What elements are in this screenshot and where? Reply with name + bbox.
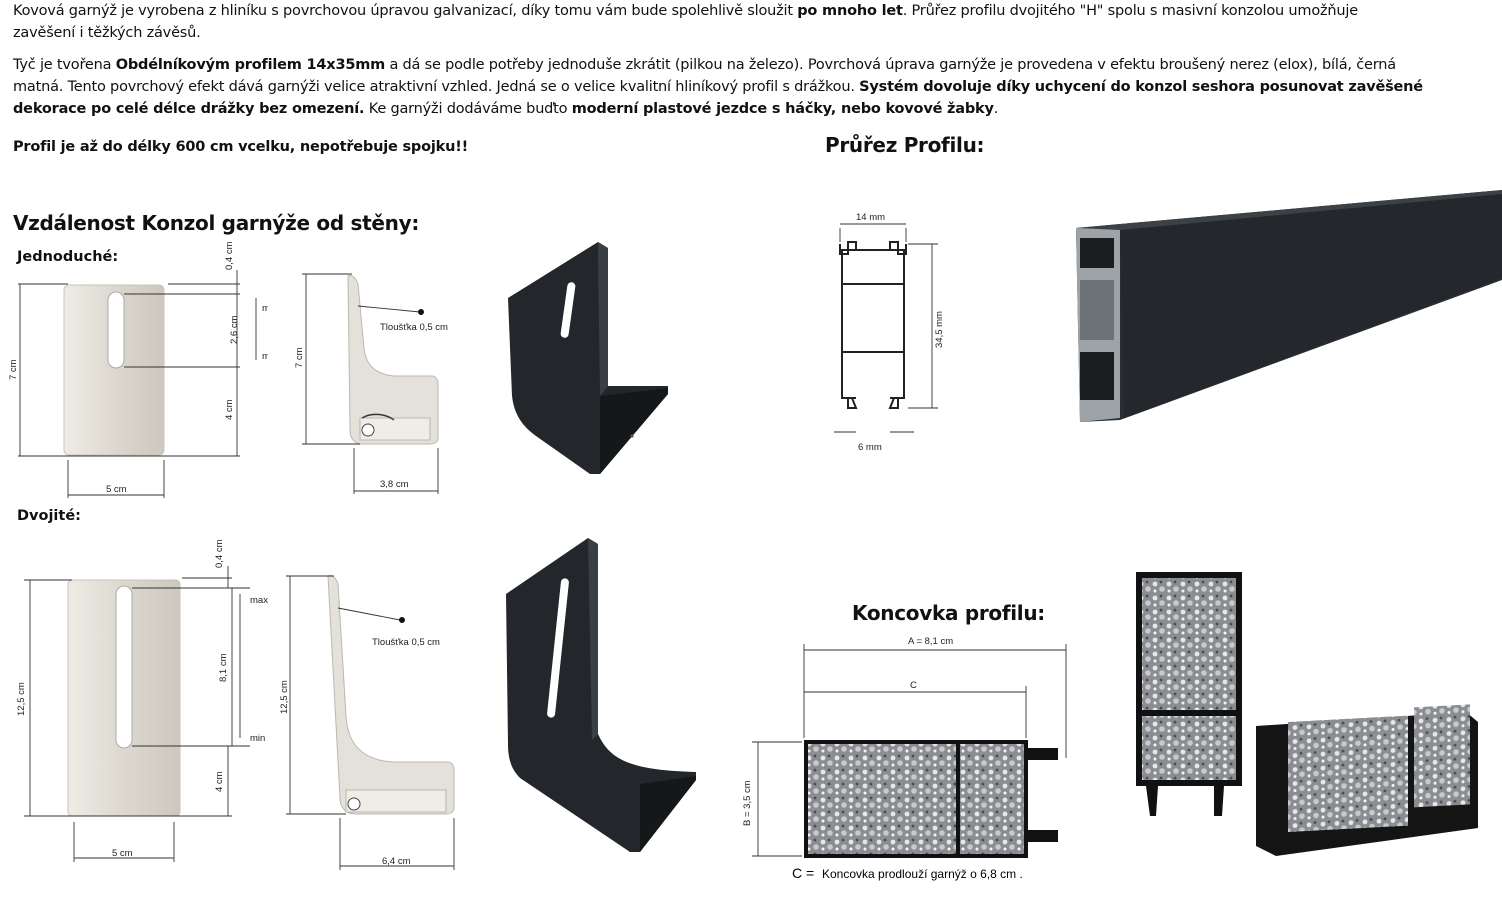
endcap-photo xyxy=(1136,572,1478,856)
double-min-label: min xyxy=(250,733,265,744)
intro-p2-d: Systém dovoluje díky uchycení do konzol … xyxy=(13,79,1423,117)
endcap-note-text: Koncovka prodlouží garnýž o 6,8 cm . xyxy=(822,867,1023,881)
double-width-label: 5 cm xyxy=(112,848,133,859)
double-bracket-side-drawing: 12,5 cm Tloušťka 0,5 cm 6,4 cm xyxy=(279,575,455,870)
distance-heading: Vzdálenost Konzol garnýže od stěny: xyxy=(13,211,420,235)
intro-p2-g: . xyxy=(993,101,999,117)
intro-p2-f: moderní plastové jezdce s háčky, nebo ko… xyxy=(571,101,994,117)
double-slot-label: 8,1 cm xyxy=(218,653,229,682)
intro-p3-bold: Profil je až do délky 600 cm vcelku, nep… xyxy=(13,139,469,155)
intro-p2-b: Obdélníkovým profilem 14x35mm xyxy=(115,57,386,73)
double-thickness-label: Tloušťka 0,5 cm xyxy=(372,637,440,648)
single-bracket-front-drawing: 0,4 cm 7 cm 2,6 cm 4 cm 5 cm max min xyxy=(8,241,268,498)
double-bracket-front-drawing: 0,4 cm 12,5 cm 8,1 cm 4 cm 5 cm max min xyxy=(16,539,268,862)
single-height-label: 7 cm xyxy=(8,359,19,380)
intro-paragraph-3: Profil je až do délky 600 cm vcelku, nep… xyxy=(13,136,468,158)
intro-p1-start: Kovová garnýž je vyrobena z hliníku s po… xyxy=(13,3,798,19)
endcap-a-label: A = 8,1 cm xyxy=(908,636,953,647)
profile-black-photo xyxy=(1076,190,1502,422)
endcap-heading: Koncovka profilu: xyxy=(852,601,1045,625)
profile-width-label: 14 mm xyxy=(856,212,885,223)
single-depth-label: 3,8 cm xyxy=(380,479,409,490)
endcap-drawing: A = 8,1 cm C B = 3,5 cm C = Koncovka pro… xyxy=(742,636,1067,881)
single-bracket-side-drawing: 7 cm Tloušťka 0,5 cm 3,8 cm xyxy=(294,273,448,494)
single-side-height-label: 7 cm xyxy=(294,347,305,368)
intro-paragraph-1: Kovová garnýž je vyrobena z hliníku s po… xyxy=(13,0,1413,44)
profile-cross-section-drawing: 14 mm 34,5 mm 6 mm xyxy=(834,212,945,453)
intro-p1-end: . Průřez profilu dvojitého "H" spolu s m… xyxy=(13,3,1358,41)
intro-p2-c: a dá se podle potřeby jednoduše zkrátit … xyxy=(13,57,1396,95)
single-max-label: max xyxy=(262,303,268,314)
double-subheading: Dvojité: xyxy=(17,508,81,524)
profile-height-label: 34,5 mm xyxy=(934,311,945,348)
intro-p2-a: Tyč je tvořena xyxy=(13,57,116,73)
double-depth-label: 6,4 cm xyxy=(382,856,411,867)
single-top-gap-label: 0,4 cm xyxy=(224,241,235,270)
profile-slot-label: 6 mm xyxy=(858,442,882,453)
endcap-c-label: C xyxy=(910,680,917,691)
endcap-b-label: B = 3,5 cm xyxy=(742,780,753,826)
single-subheading: Jednoduché: xyxy=(17,249,119,265)
intro-p1-bold: po mnoho let xyxy=(797,3,903,19)
double-top-gap-label: 0,4 cm xyxy=(214,539,225,568)
intro-p2-e: Ke garnýži dodáváme buďto xyxy=(364,101,572,117)
single-slot-label: 2,6 cm xyxy=(229,315,240,344)
double-max-label: max xyxy=(250,595,268,606)
double-bracket-black-photo xyxy=(506,538,696,852)
double-bottom-label: 4 cm xyxy=(214,771,225,792)
endcap-note-c: C = xyxy=(792,865,814,881)
intro-paragraph-2: Tyč je tvořena Obdélníkovým profilem 14x… xyxy=(13,54,1433,120)
single-bracket-black-photo xyxy=(508,242,668,474)
double-side-height-label: 12,5 cm xyxy=(279,680,290,714)
profile-heading: Průřez Profilu: xyxy=(825,133,985,157)
single-min-label: min xyxy=(262,351,268,362)
single-thickness-label: Tloušťka 0,5 cm xyxy=(380,322,448,333)
single-bottom-label: 4 cm xyxy=(224,399,235,420)
single-width-label: 5 cm xyxy=(106,484,127,495)
double-height-label: 12,5 cm xyxy=(16,682,27,716)
